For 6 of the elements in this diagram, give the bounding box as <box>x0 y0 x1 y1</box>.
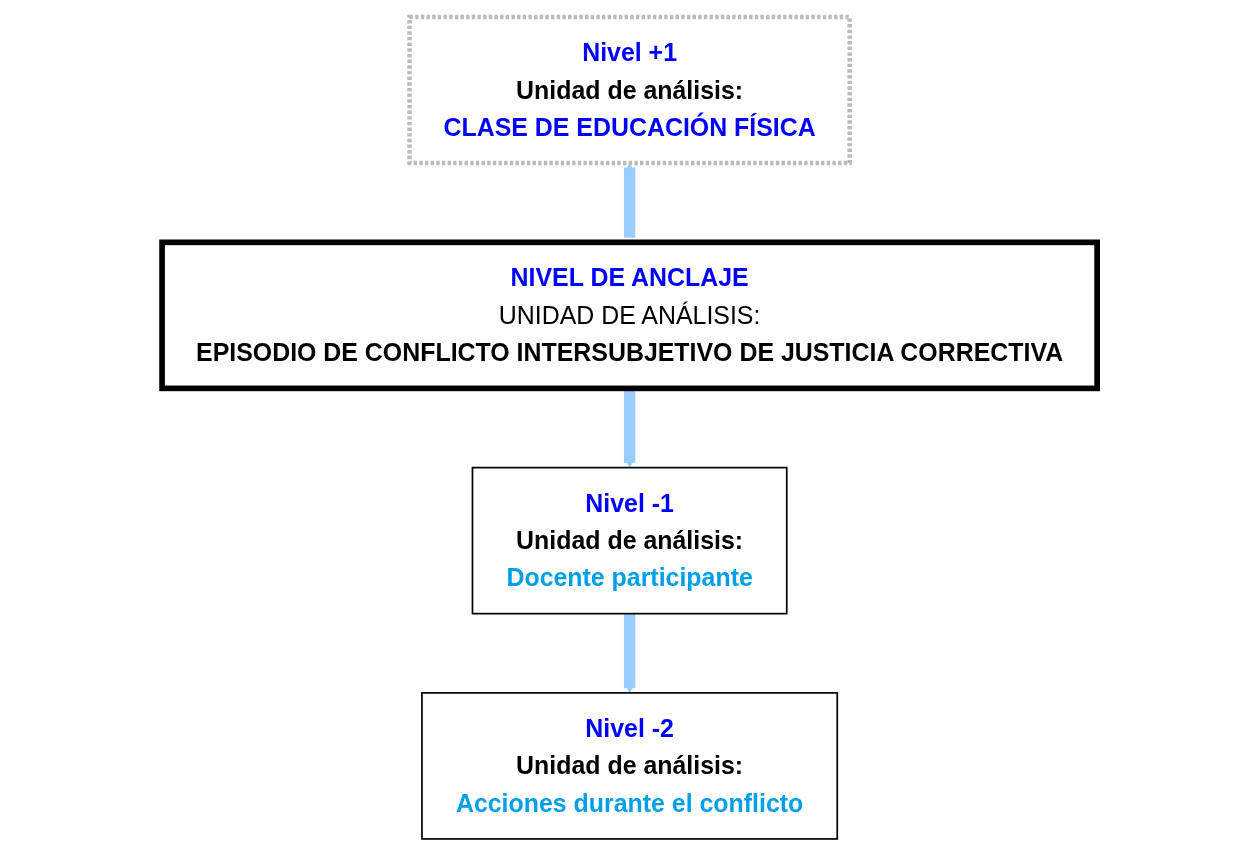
diagram: Nivel +1 Unidad de análisis: CLASE DE EDUCACIÓN FÍSICA NIVEL DE ANCLAJE UNIDAD DE ANÁLISIS: EPISODIO DE CONFLICTO INTERSUBJETIVO DE JUSTICIA CORRECTIVA Nivel -1 Unidad de análisis: Docente participante Nivel -2 Unidad de análisis: Acciones durante el conflicto <box>153 8 1107 848</box>
node-box <box>472 466 788 615</box>
arrow <box>624 613 636 694</box>
node-box <box>421 692 839 840</box>
node-box <box>407 14 853 166</box>
node-box <box>159 239 1101 392</box>
